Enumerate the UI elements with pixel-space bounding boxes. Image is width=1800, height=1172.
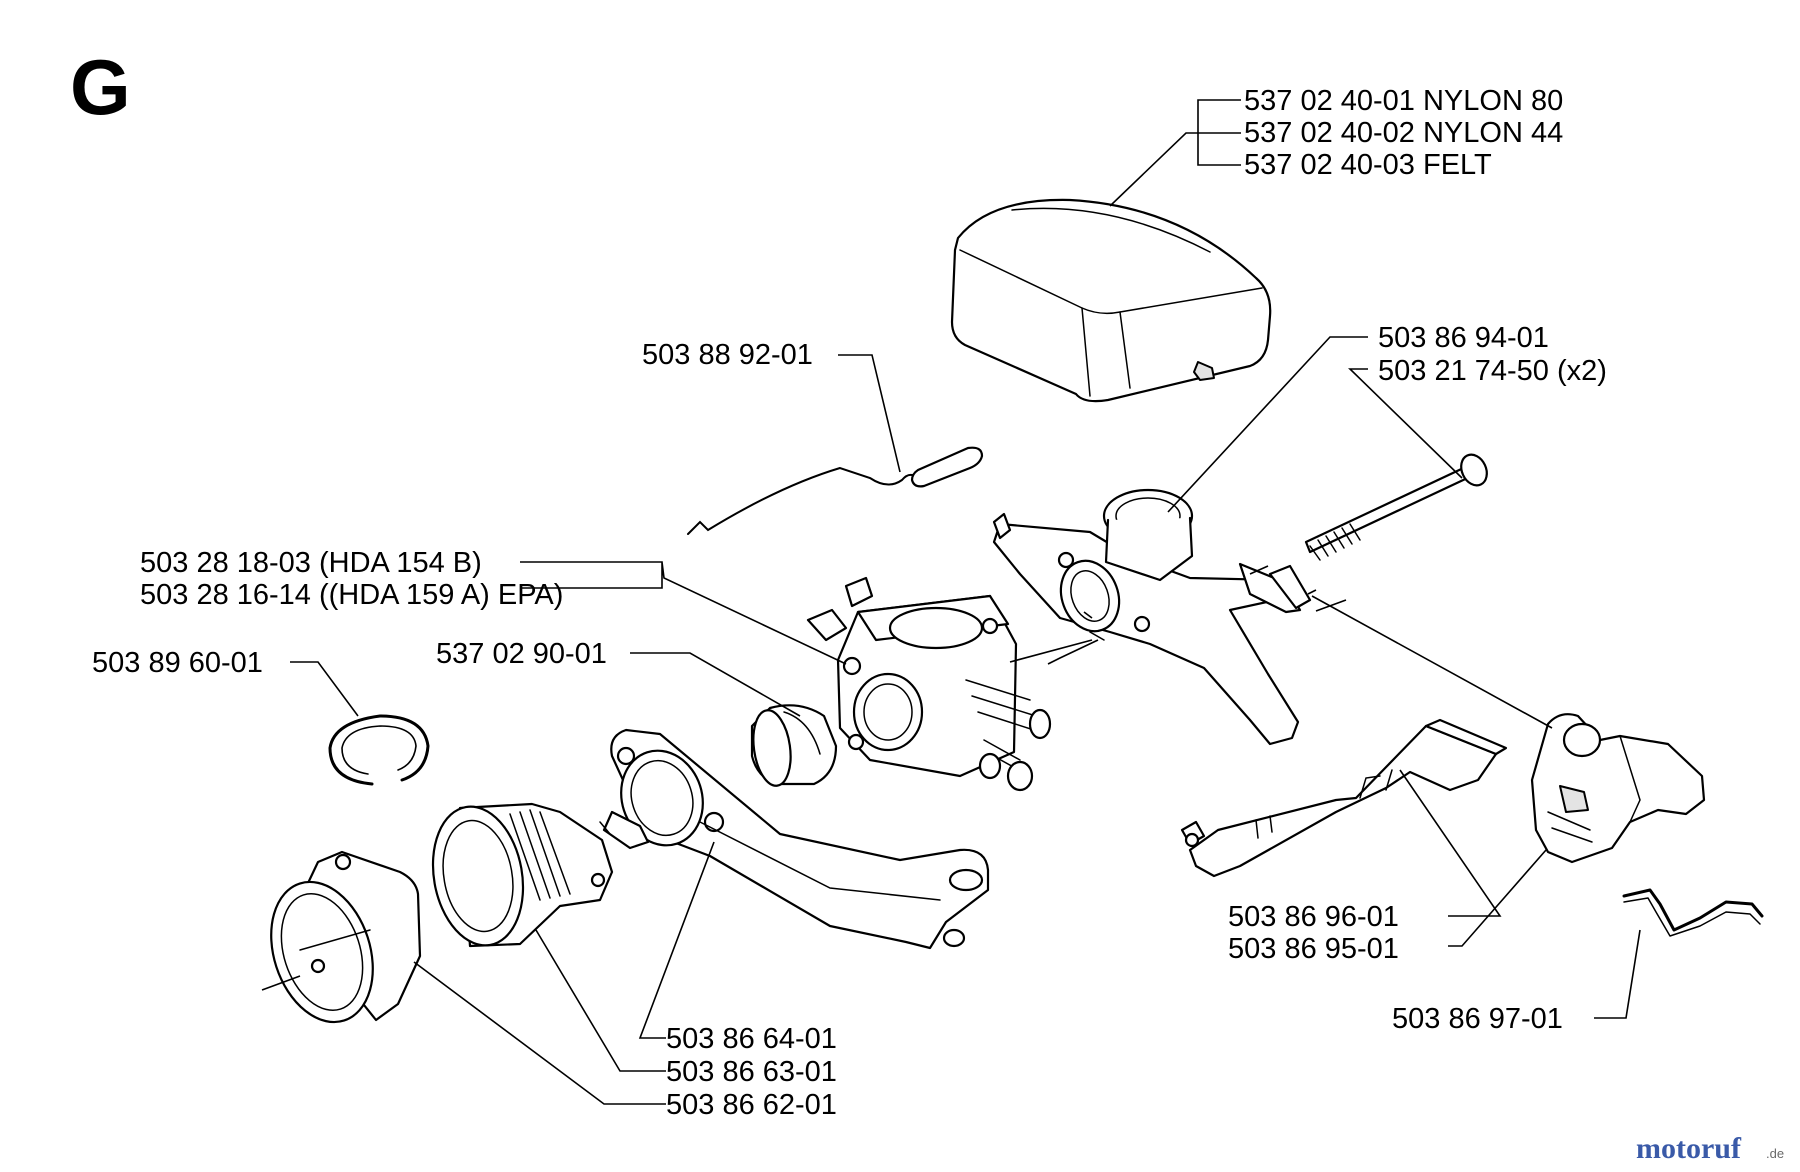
label-circlip: 503 89 60-01 [92,647,263,679]
carburetor-drawing [806,576,1052,792]
label-carburetor-hda-154b: 503 28 18-03 (HDA 154 B) [140,547,482,579]
label-intake-hose: 503 86 63-01 [666,1056,837,1088]
label-gasket-ring: 537 02 90-01 [436,638,607,670]
gasket-ring-drawing [750,704,838,787]
bracket-drawing [1530,713,1706,864]
lever-drawing [1180,718,1508,878]
intake-hose-drawing [431,802,614,948]
label-spring: 503 86 97-01 [1392,1003,1563,1035]
label-air-filter-felt: 537 02 40-03 FELT [1244,149,1492,181]
label-holder: 503 86 94-01 [1378,322,1549,354]
leader-lines [261,99,1641,1105]
adapter-drawing [270,850,422,1024]
intake-flange-drawing [599,728,990,950]
label-air-filter-nylon-44: 537 02 40-02 NYLON 44 [1244,117,1563,149]
spring-drawing [1622,888,1764,937]
label-adapter: 503 86 62-01 [666,1089,837,1121]
wire-drawing [687,446,984,535]
label-bolt: 503 21 74-50 (x2) [1378,355,1607,387]
watermark-name: motoruf [1636,1132,1742,1165]
holder-drawing [992,488,1312,746]
air-filter-drawing [950,198,1272,403]
label-intake-flange: 503 86 64-01 [666,1023,837,1055]
label-wire: 503 88 92-01 [642,339,813,371]
circlip-drawing [328,714,430,786]
watermark-logo: motoruf .de [1636,1132,1784,1165]
label-lever: 503 86 96-01 [1228,901,1399,933]
label-bracket: 503 86 95-01 [1228,933,1399,965]
section-letter: G [70,43,131,131]
label-carburetor-hda-159a-epa: 503 28 16-14 ((HDA 159 A) EPA) [140,579,563,611]
label-air-filter-nylon-80: 537 02 40-01 NYLON 80 [1244,85,1563,117]
watermark-tld: .de [1766,1146,1784,1161]
bolt-drawing [1304,453,1488,561]
